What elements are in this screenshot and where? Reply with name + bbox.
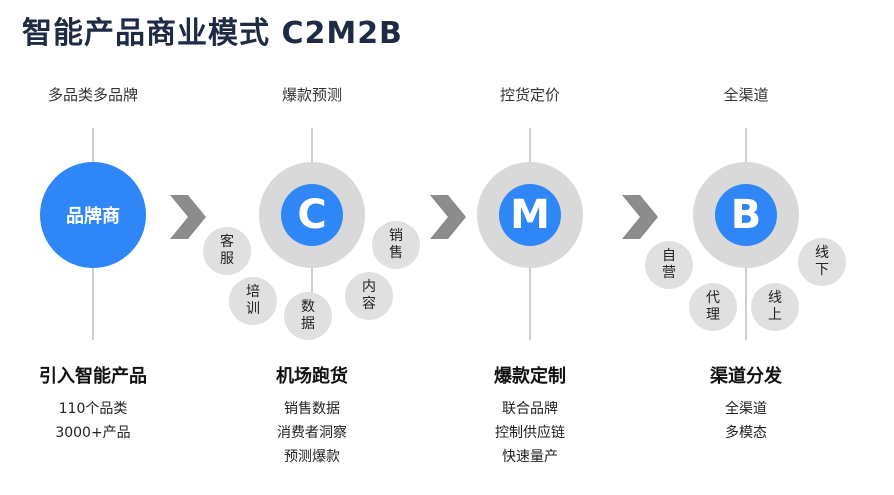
column-items: 销售数据 消费者洞察 预测爆款 [227, 397, 397, 469]
column-m: 控货定价 M 爆款定制 联合品牌 控制供应链 快速量产 [445, 0, 615, 495]
connector-line [92, 268, 94, 340]
column-b: 全渠道 B 自营 代理 线上 线下 渠道分发 全渠道 多模态 [645, 0, 846, 495]
bubble-offline: 线下 [798, 238, 846, 286]
column-top-label: 全渠道 [723, 86, 769, 104]
column-top-label: 控货定价 [499, 86, 560, 104]
column-top-label: 爆款预测 [281, 86, 342, 104]
column-heading: 引入智能产品 [39, 366, 147, 387]
bubble-content: 内容 [345, 272, 393, 320]
m-circle: M [499, 184, 561, 246]
list-item: 110个品类 [58, 401, 128, 417]
connector-line [529, 268, 531, 340]
chevron-right-icon [170, 195, 206, 239]
column-top-label: 多品类多品牌 [47, 86, 138, 104]
b-ring: B [693, 162, 799, 268]
column-heading: 渠道分发 [710, 366, 782, 387]
column-items: 全渠道 多模态 [661, 397, 831, 445]
b-circle-label: B [730, 192, 762, 238]
list-item: 控制供应链 [495, 425, 565, 441]
column-items: 联合品牌 控制供应链 快速量产 [445, 397, 615, 469]
list-item: 多模态 [725, 425, 767, 441]
list-item: 全渠道 [725, 401, 767, 417]
bubble-sales: 销售 [372, 221, 420, 269]
chevron-right-icon [622, 195, 658, 239]
bubble-customer-service: 客服 [203, 227, 251, 275]
bubble-training: 培训 [229, 277, 277, 325]
column-heading: 爆款定制 [494, 366, 566, 387]
list-item: 3000+产品 [55, 425, 131, 441]
list-item: 销售数据 [284, 401, 340, 417]
m-circle-label: M [510, 192, 550, 238]
c-ring: C [259, 162, 365, 268]
b-circle: B [715, 184, 777, 246]
c-circle-label: C [297, 192, 327, 238]
bubble-data: 数据 [284, 292, 332, 340]
connector-line [745, 268, 747, 340]
chevron-right-icon [430, 195, 466, 239]
list-item: 预测爆款 [284, 449, 340, 465]
connector-line [311, 128, 313, 162]
brand-circle: 品牌商 [40, 162, 146, 268]
brand-circle-label: 品牌商 [66, 206, 120, 227]
page-title: 智能产品商业模式 C2M2B [22, 16, 403, 51]
column-c: 爆款预测 C 客服 培训 数据 内容 销售 机场跑货 销售数据 消费者洞察 预测… [203, 0, 420, 495]
c-circle: C [281, 184, 343, 246]
connector-line [92, 128, 94, 162]
list-item: 快速量产 [502, 449, 558, 465]
column-heading: 机场跑货 [276, 366, 348, 387]
list-item: 联合品牌 [502, 401, 558, 417]
m-ring: M [477, 162, 583, 268]
bubble-online: 线上 [751, 283, 799, 331]
list-item: 消费者洞察 [277, 425, 347, 441]
bubble-self-operated: 自营 [645, 241, 693, 289]
column-items: 110个品类 3000+产品 [8, 397, 178, 445]
bubble-agent: 代理 [689, 283, 737, 331]
connector-line [529, 128, 531, 162]
column-brand: 多品类多品牌 品牌商 引入智能产品 110个品类 3000+产品 [8, 0, 178, 495]
connector-line [745, 128, 747, 162]
